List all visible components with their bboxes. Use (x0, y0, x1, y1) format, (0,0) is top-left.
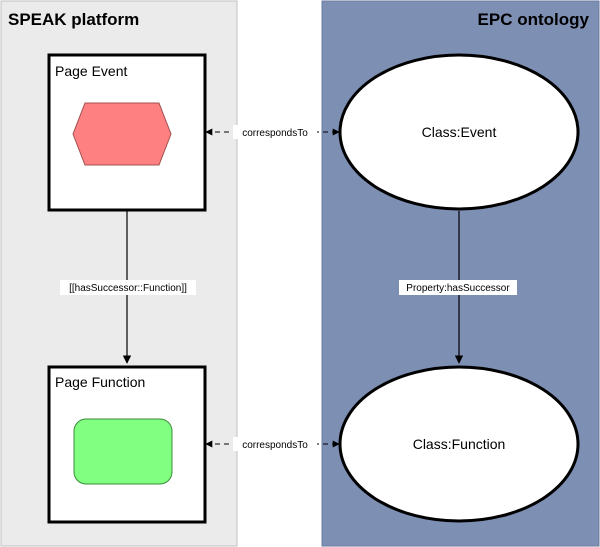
event-hexagon-icon (72, 102, 172, 166)
page-successor-label: [[hasSuccessor::Function]] (69, 283, 187, 294)
page-function-title: Page Function (55, 374, 145, 390)
class-function-label: Class:Function (413, 436, 506, 452)
page-function-box[interactable]: Page Function (47, 365, 207, 524)
class-event-node[interactable]: Class:Event (338, 53, 580, 211)
corresponds-to-event-label: correspondsTo (242, 128, 308, 139)
function-rounded-rect-icon (73, 418, 173, 485)
page-event-box[interactable]: Page Event (47, 53, 207, 212)
class-event-label: Class:Event (422, 124, 497, 140)
class-successor-label-bg (399, 280, 517, 295)
corresponds-to-event-label-bg (233, 125, 317, 139)
corresponds-to-function-label: correspondsTo (242, 440, 308, 451)
speak-platform-title: SPEAK platform (8, 10, 139, 29)
corresponds-to-function-label-bg (233, 437, 317, 451)
epc-ontology-title: EPC ontology (478, 10, 590, 29)
page-successor-label-bg (60, 280, 196, 295)
class-successor-label: Property:hasSuccessor (406, 283, 510, 294)
class-function-node[interactable]: Class:Function (338, 365, 580, 523)
page-event-title: Page Event (55, 63, 127, 79)
